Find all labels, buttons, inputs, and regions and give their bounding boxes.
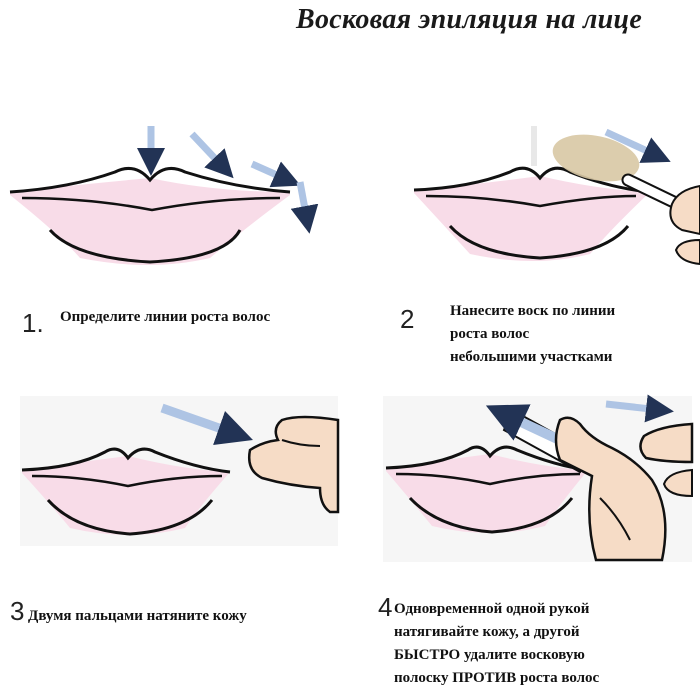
step-3-number: 3 (10, 596, 25, 626)
page-title: Восковая эпиляция на лице (296, 4, 643, 35)
step-4-line-3: БЫСТРО удалите восковую (394, 647, 585, 663)
hand-3 (248, 415, 340, 514)
arrow-stretch-4 (605, 394, 674, 423)
step-4-number: 4 (378, 592, 393, 622)
wax-patch (552, 134, 640, 182)
step-1-number: 1. (22, 308, 44, 338)
step-2-line-3: небольшими участками (450, 349, 613, 365)
hair-growth-arrows (137, 126, 319, 234)
step-3-line-1: Двумя пальцами натяните кожу (28, 608, 247, 624)
step-2-line-1: Нанесите воск по линии (450, 303, 616, 319)
step-2-line-2: роста волос (450, 326, 530, 342)
step-3-caption: Двумя пальцами натяните кожу (28, 605, 247, 628)
lips-4 (385, 445, 589, 534)
hand-4-lower (554, 416, 667, 562)
arrow-diagonal-1 (189, 131, 234, 179)
hand-4-upper (639, 422, 694, 498)
step-1-caption: Определите линии роста волос (60, 306, 270, 329)
step-2-caption: Нанесите воск по линии роста волос небол… (450, 300, 615, 369)
lips-3 (21, 447, 231, 536)
lips-2 (413, 166, 651, 261)
step-1-line-1: Определите линии роста волос (60, 309, 271, 325)
arrow-stretch-3 (160, 403, 253, 446)
hand-spatula-2 (621, 173, 700, 266)
step-4-line-1: Одновременной одной рукой (394, 601, 590, 617)
lips-1 (9, 166, 291, 265)
step-2-number: 2 (400, 304, 415, 334)
arrow-apply-direction (604, 128, 671, 163)
arrow-right-1 (250, 160, 301, 188)
arrow-down-2 (290, 181, 319, 234)
step-4-line-2: натягивайте кожу, а другой (394, 624, 580, 640)
step-4-line-4: полоску ПРОТИВ роста волос (394, 670, 600, 686)
step-4-caption: Одновременной одной рукой натягивайте ко… (394, 598, 599, 690)
